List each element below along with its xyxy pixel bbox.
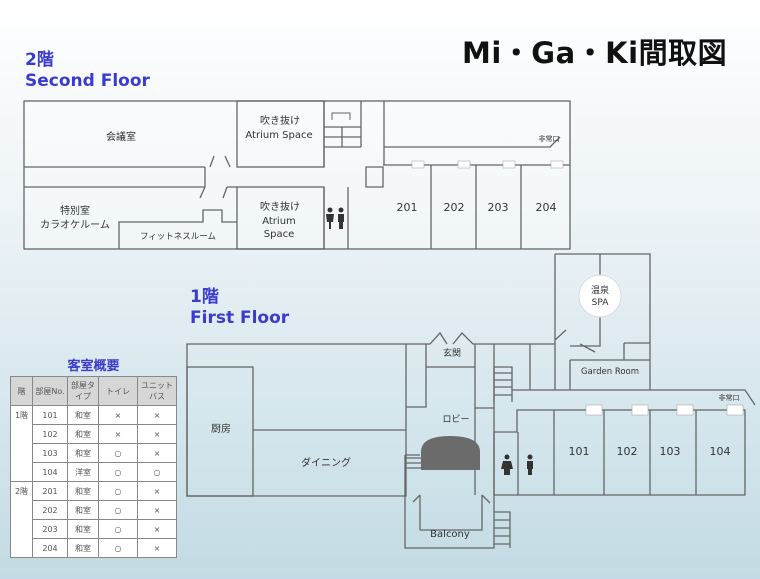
- room-type-cell: 和室: [67, 443, 99, 463]
- unit-bath-cell: ×: [137, 538, 177, 558]
- second-floor-label-jp: 2階: [25, 50, 54, 70]
- toilet-cell: ○: [98, 519, 138, 539]
- door-markers-1f: [585, 404, 744, 416]
- karaoke-room-label: カラオケルーム: [40, 219, 110, 231]
- floor-cell: 2階: [10, 481, 33, 558]
- atrium-bottom-label-en1: Atrium: [262, 216, 296, 227]
- header-unit-bath: ユニットバス: [137, 376, 177, 406]
- first-floor-heading: 1階 First Floor: [190, 287, 289, 329]
- atrium-top-label-en: Atrium Space: [245, 130, 312, 141]
- first-floor-label-en: First Floor: [190, 308, 290, 328]
- room-102[interactable]: 102: [617, 445, 638, 458]
- second-floor-plan: [23, 100, 571, 250]
- room-no-cell: 204: [32, 538, 68, 558]
- emergency-exit-2f: 非常口: [539, 134, 560, 143]
- room-table-title: 客室概要: [67, 359, 120, 374]
- room-no-cell: 203: [32, 519, 68, 539]
- entrance-label: 玄関: [443, 347, 461, 359]
- first-floor-plan: [186, 253, 756, 549]
- unit-bath-cell: ×: [137, 443, 177, 463]
- room-no-cell: 101: [32, 405, 68, 425]
- toilet-cell: ×: [98, 405, 138, 425]
- unit-bath-cell: ×: [137, 424, 177, 444]
- kitchen-label: 厨房: [211, 422, 231, 435]
- room-101[interactable]: 101: [569, 445, 590, 458]
- header-room-no: 部屋No.: [32, 376, 68, 406]
- room-type-cell: 洋室: [67, 462, 99, 482]
- room-type-cell: 和室: [67, 424, 99, 444]
- header-toilet: トイレ: [98, 376, 138, 406]
- door-markers-2f: [411, 160, 564, 169]
- room-204[interactable]: 204: [536, 201, 557, 214]
- room-203[interactable]: 203: [488, 201, 509, 214]
- room-no-cell: 201: [32, 481, 68, 501]
- meeting-room-label: 会議室: [106, 130, 136, 143]
- header-room-type: 部屋タイプ: [67, 376, 99, 406]
- toilet-cell: ×: [98, 424, 138, 444]
- atrium-bottom-label-en2: Space: [264, 229, 294, 240]
- room-no-cell: 103: [32, 443, 68, 463]
- lobby-label: ロビー: [442, 414, 469, 425]
- emergency-exit-1f: 非常口: [719, 393, 740, 402]
- room-type-cell: 和室: [67, 500, 99, 520]
- room-type-cell: 和室: [67, 538, 99, 558]
- atrium-bottom-label-jp: 吹き抜け: [260, 200, 300, 213]
- unit-bath-cell: ×: [137, 500, 177, 520]
- restroom-icon-men: [527, 454, 533, 475]
- room-202[interactable]: 202: [444, 201, 465, 214]
- room-no-cell: 104: [32, 462, 68, 482]
- room-type-cell: 和室: [67, 519, 99, 539]
- special-room-label: 特別室: [60, 204, 90, 217]
- toilet-cell: ○: [98, 462, 138, 482]
- toilet-cell: ○: [98, 481, 138, 501]
- garden-room-label: Garden Room: [581, 367, 639, 377]
- toilet-cell: ○: [98, 443, 138, 463]
- spa-label-jp: 温泉: [591, 284, 609, 296]
- room-no-cell: 202: [32, 500, 68, 520]
- spa-label-en: SPA: [592, 298, 610, 308]
- room-type-cell: 和室: [67, 481, 99, 501]
- room-103[interactable]: 103: [660, 445, 681, 458]
- balcony-label: Balcony: [430, 529, 470, 540]
- page-title: Mi・Ga・Ki間取図: [462, 36, 728, 70]
- second-floor-label-en: Second Floor: [25, 71, 150, 91]
- header-floor: 階: [10, 376, 33, 406]
- room-no-cell: 102: [32, 424, 68, 444]
- second-floor-heading: 2階 Second Floor: [25, 50, 150, 92]
- unit-bath-cell: ×: [137, 519, 177, 539]
- atrium-top-label-jp: 吹き抜け: [260, 114, 300, 127]
- table-header-row: 階 部屋No. 部屋タイプ トイレ ユニットバス: [10, 376, 177, 406]
- toilet-cell: ○: [98, 500, 138, 520]
- unit-bath-cell: ×: [137, 481, 177, 501]
- fitness-room-label: フィットネスルーム: [140, 232, 216, 242]
- spa-badge: [578, 274, 622, 318]
- unit-bath-cell: ○: [137, 462, 177, 482]
- lobby-dome-icon: [421, 436, 480, 470]
- restroom-icon-2f: [326, 207, 344, 229]
- first-floor-label-jp: 1階: [190, 287, 219, 307]
- restroom-icon-women: [501, 454, 513, 475]
- unit-bath-cell: ×: [137, 405, 177, 425]
- dining-label: ダイニング: [301, 456, 351, 469]
- floor-cell: 1階: [10, 405, 33, 482]
- room-104[interactable]: 104: [710, 445, 731, 458]
- toilet-cell: ○: [98, 538, 138, 558]
- room-type-cell: 和室: [67, 405, 99, 425]
- room-201[interactable]: 201: [397, 201, 418, 214]
